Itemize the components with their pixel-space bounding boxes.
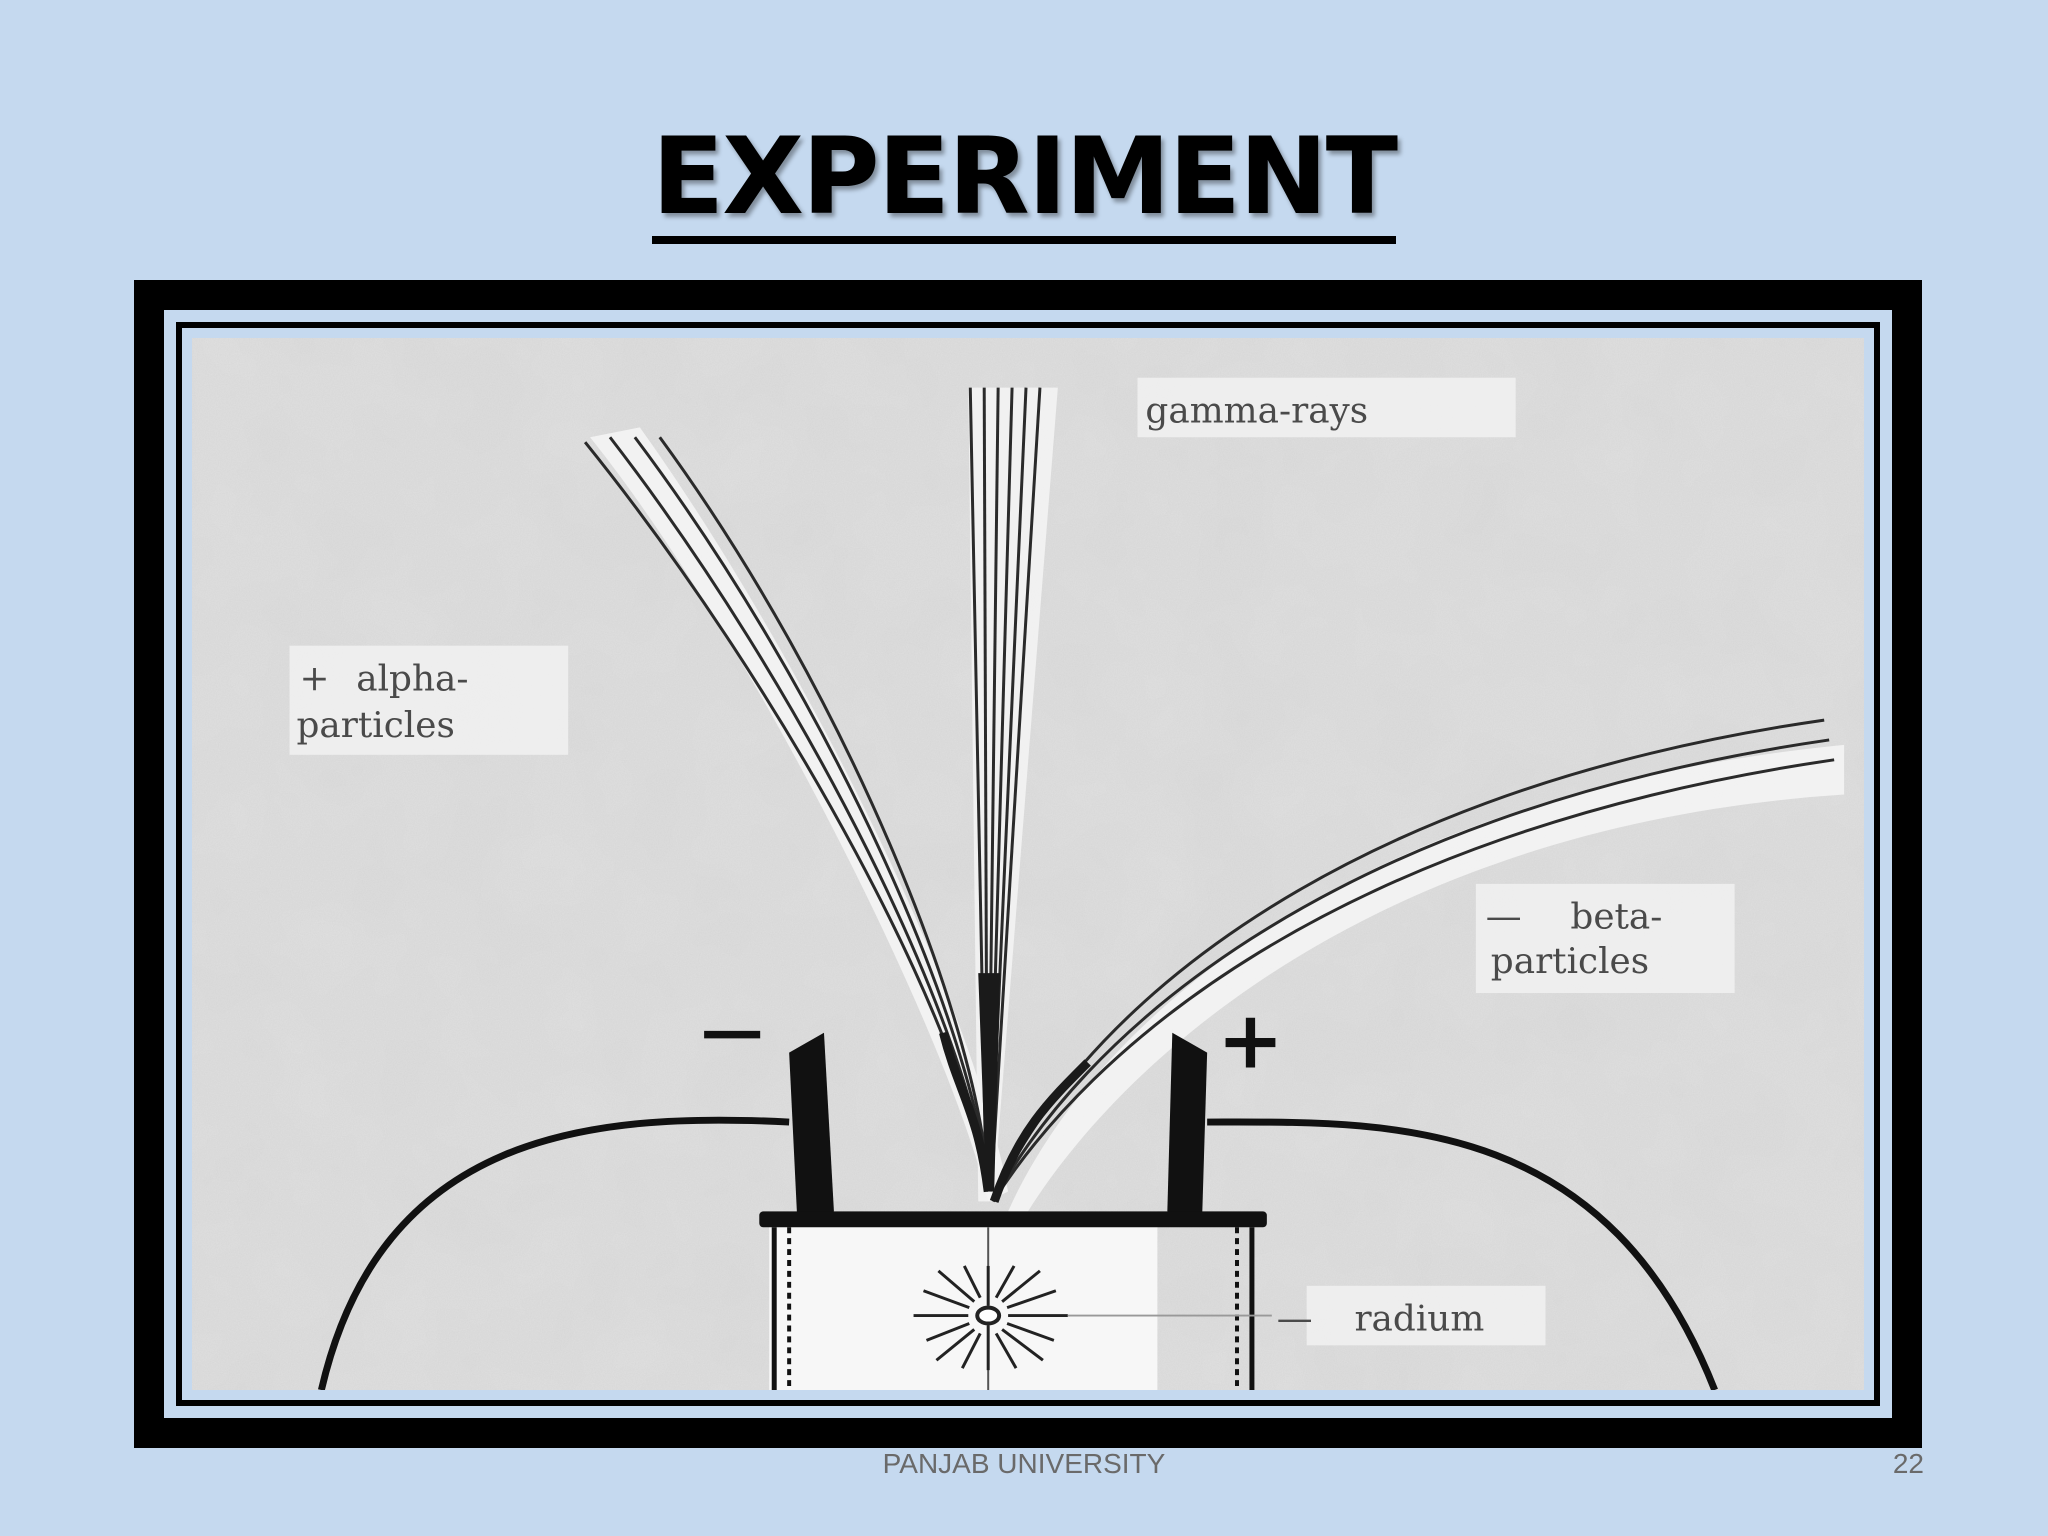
frame-thin-line: gamma-rays + alpha- particles — beta- pa…	[176, 322, 1880, 1406]
ray-nnw	[962, 1265, 982, 1299]
gamma-label-bg	[1137, 377, 1516, 438]
alpha-sign-label: +	[299, 658, 329, 699]
radium-container	[759, 1211, 1267, 1390]
ray-wnw	[922, 1289, 970, 1310]
radium-box-fill	[769, 1211, 1158, 1390]
positive-plate	[1167, 1032, 1718, 1390]
beta-base-thick	[989, 1059, 1091, 1203]
radium-lid	[759, 1211, 1267, 1228]
ray-se	[1001, 1328, 1044, 1362]
alpha-path-3	[633, 436, 990, 1192]
beta-label-bg	[1475, 883, 1735, 994]
alpha-particle-paths	[583, 436, 990, 1192]
beta-halo	[1008, 744, 1845, 1212]
negative-plate-sign: −	[695, 981, 770, 1085]
ray-ene	[1006, 1289, 1057, 1310]
beta-path-2	[991, 738, 1830, 1203]
diagram-frame: gamma-rays + alpha- particles — beta- pa…	[134, 280, 1922, 1448]
radium-starburst	[913, 1265, 1068, 1371]
frame-gap: gamma-rays + alpha- particles — beta- pa…	[182, 328, 1874, 1400]
slide-title: EXPERIMENT	[651, 121, 1398, 245]
alpha-label-line2: particles	[297, 705, 455, 746]
page-number: 22	[1892, 1448, 1924, 1479]
positive-wire	[1207, 1118, 1718, 1390]
alpha-label-line1: alpha-	[356, 658, 468, 699]
radium-label-bg	[1306, 1285, 1546, 1346]
alpha-halo	[590, 427, 1009, 1202]
radium-source-dot	[975, 1305, 1002, 1326]
beta-dash-label: —	[1486, 897, 1522, 938]
ray-ne	[1001, 1269, 1041, 1303]
alpha-label-bg	[289, 645, 569, 755]
radiation-deflection-diagram: gamma-rays + alpha- particles — beta- pa…	[192, 338, 1864, 1390]
positive-plate-sign: +	[1217, 994, 1284, 1087]
radium-dash-label: —	[1277, 1298, 1313, 1339]
gamma-ray-6	[989, 387, 1042, 1192]
negative-wire	[317, 1116, 790, 1390]
ray-nw	[937, 1269, 976, 1303]
alpha-base-thick	[939, 1031, 993, 1193]
ray-ssw	[960, 1332, 982, 1369]
radium-label: radium	[1354, 1298, 1484, 1339]
ray-nne	[994, 1265, 1016, 1299]
ray-sse	[994, 1332, 1018, 1369]
ray-sw	[935, 1328, 976, 1362]
positive-plate-body	[1167, 1032, 1208, 1217]
beta-path-3	[991, 758, 1835, 1203]
slide-title-container: EXPERIMENT	[0, 115, 2048, 245]
beta-label-line1: beta-	[1570, 897, 1662, 938]
frame-inner-border: gamma-rays + alpha- particles — beta- pa…	[164, 310, 1892, 1418]
negative-plate-body	[789, 1032, 834, 1217]
beam-origin-dark	[978, 973, 1001, 1192]
ray-ese	[1006, 1322, 1055, 1342]
negative-plate	[317, 1032, 834, 1390]
alpha-path-4	[658, 436, 990, 1192]
ray-wsw	[925, 1322, 970, 1342]
gamma-rays-label: gamma-rays	[1145, 390, 1368, 431]
beta-label-line2: particles	[1491, 941, 1649, 982]
diagram-svg: gamma-rays + alpha- particles — beta- pa…	[192, 338, 1864, 1390]
footer-text: PANJAB UNIVERSITY	[882, 1448, 1166, 1479]
